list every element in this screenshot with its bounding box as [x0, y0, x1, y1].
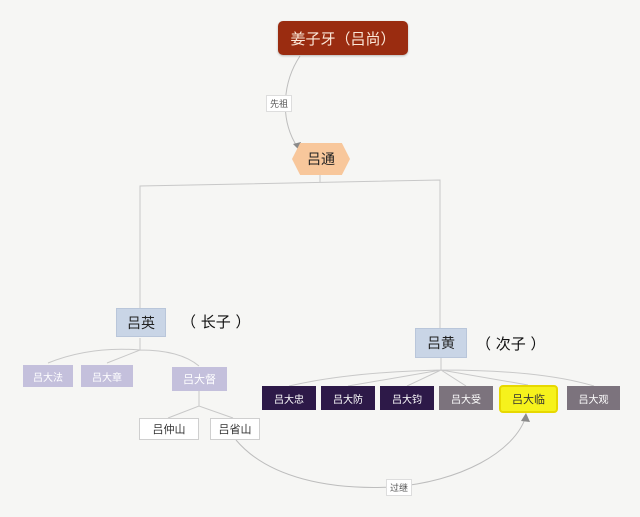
edge-adoption	[235, 415, 527, 488]
second-son-tag: （ 次子 ）	[476, 335, 546, 353]
node-lv-ying[interactable]: 吕英	[116, 308, 166, 337]
edge-ying-children	[47, 338, 200, 367]
node-lv-tong[interactable]: 吕通	[292, 143, 350, 175]
edge-huang-children	[288, 358, 595, 387]
edge-dadu-children	[167, 391, 234, 419]
node-lv-huang[interactable]: 吕黄	[415, 328, 467, 358]
node-lv-dashou[interactable]: 吕大受	[439, 386, 493, 410]
node-lv-dazhang[interactable]: 吕大章	[81, 365, 133, 387]
node-lv-dajun[interactable]: 吕大钧	[380, 386, 434, 410]
edge-label-ancestor: 先祖	[266, 95, 293, 112]
eldest-son-tag: （ 长子 ）	[181, 313, 251, 331]
root-node-jiang-ziya[interactable]: 姜子牙（吕尚）	[278, 21, 408, 55]
node-lv-dafang[interactable]: 吕大防	[321, 386, 375, 410]
edge-label-adoption: 过继	[386, 479, 413, 496]
node-lv-dafa[interactable]: 吕大法	[23, 365, 73, 387]
node-lv-xingshan[interactable]: 吕省山	[210, 418, 260, 440]
node-lv-dadu[interactable]: 吕大督	[172, 367, 227, 391]
node-lv-zhongshan[interactable]: 吕仲山	[139, 418, 199, 440]
edge-tong-branch	[139, 179, 441, 328]
node-lv-dazhong[interactable]: 吕大忠	[262, 386, 316, 410]
edge-adoption-arrowhead	[521, 413, 530, 422]
node-lv-dalin-highlighted[interactable]: 吕大临	[499, 385, 558, 413]
node-lv-daguan[interactable]: 吕大观	[567, 386, 620, 410]
